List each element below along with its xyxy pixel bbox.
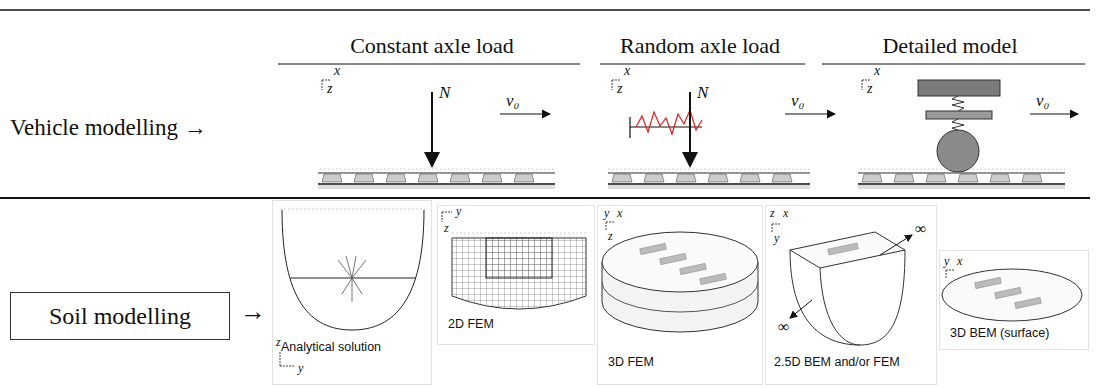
axis-label: z — [617, 81, 622, 96]
axis-label: y — [298, 362, 303, 375]
fem-3d-disk — [602, 222, 758, 332]
column-header: Random axle load — [620, 34, 780, 58]
row-arrow: → — [240, 298, 266, 327]
axis-label: z — [276, 336, 281, 349]
table-rule — [0, 9, 1090, 11]
column-header: Detailed model — [882, 34, 1017, 58]
axis-label: z — [444, 222, 449, 235]
table-rule — [0, 197, 1090, 199]
table-rule — [822, 64, 1085, 65]
axis-label: x — [334, 63, 340, 78]
row-label: Soil modelling — [49, 303, 191, 329]
analytical-halfspace — [280, 206, 426, 366]
infinity-mark: ∞ — [778, 318, 789, 336]
load-symbol: N — [697, 84, 708, 103]
axis-label: z — [327, 81, 332, 96]
soil-model-panel: Analytical solution — [272, 200, 432, 385]
row-label-box: Soil modelling — [10, 292, 230, 340]
panel-caption: 3D FEM — [608, 356, 654, 370]
constant-load-sketch — [322, 80, 550, 166]
random-load-sketch — [612, 80, 835, 166]
axis-label: x — [957, 255, 962, 268]
soil-model-panel: 2.5D BEM and/or FEM — [765, 205, 937, 385]
column-header: Constant axle load — [350, 34, 514, 58]
table-rule — [600, 64, 805, 65]
axis-label: y — [774, 232, 779, 245]
axis-label: x — [783, 207, 788, 220]
axis-label: x — [624, 63, 630, 78]
axis-label: y — [944, 255, 949, 268]
fem-2d-mesh — [442, 212, 586, 309]
load-symbol: N — [439, 84, 450, 103]
row-label: Vehicle modelling → — [10, 115, 207, 140]
table-rule — [278, 64, 580, 65]
axis-label: z — [608, 230, 613, 243]
axis-label: x — [617, 207, 622, 220]
panel-caption: 2D FEM — [448, 318, 494, 332]
panel-caption: 3D BEM (surface) — [950, 327, 1049, 341]
axis-label: z — [770, 207, 775, 220]
speed-symbol: v₀ — [791, 92, 804, 111]
soil-model-panel: 2D FEM — [437, 205, 595, 345]
axis-label: y — [604, 207, 609, 220]
soil-model-panel: 3D FEM — [597, 205, 763, 385]
detailed-vehicle-sketch — [862, 80, 1078, 172]
infinity-mark: ∞ — [915, 220, 926, 238]
track-sketches — [318, 168, 1065, 189]
bem-3d-surface — [942, 269, 1082, 321]
axis-label: x — [874, 63, 880, 78]
panel-caption: 2.5D BEM and/or FEM — [774, 356, 900, 370]
speed-symbol: v₀ — [1036, 92, 1049, 111]
panel-caption: Analytical solution — [281, 341, 381, 355]
axis-label: y — [456, 205, 461, 218]
speed-symbol: v₀ — [506, 92, 519, 111]
axis-label: z — [867, 81, 872, 96]
bem-fem-2-5d — [772, 224, 912, 345]
